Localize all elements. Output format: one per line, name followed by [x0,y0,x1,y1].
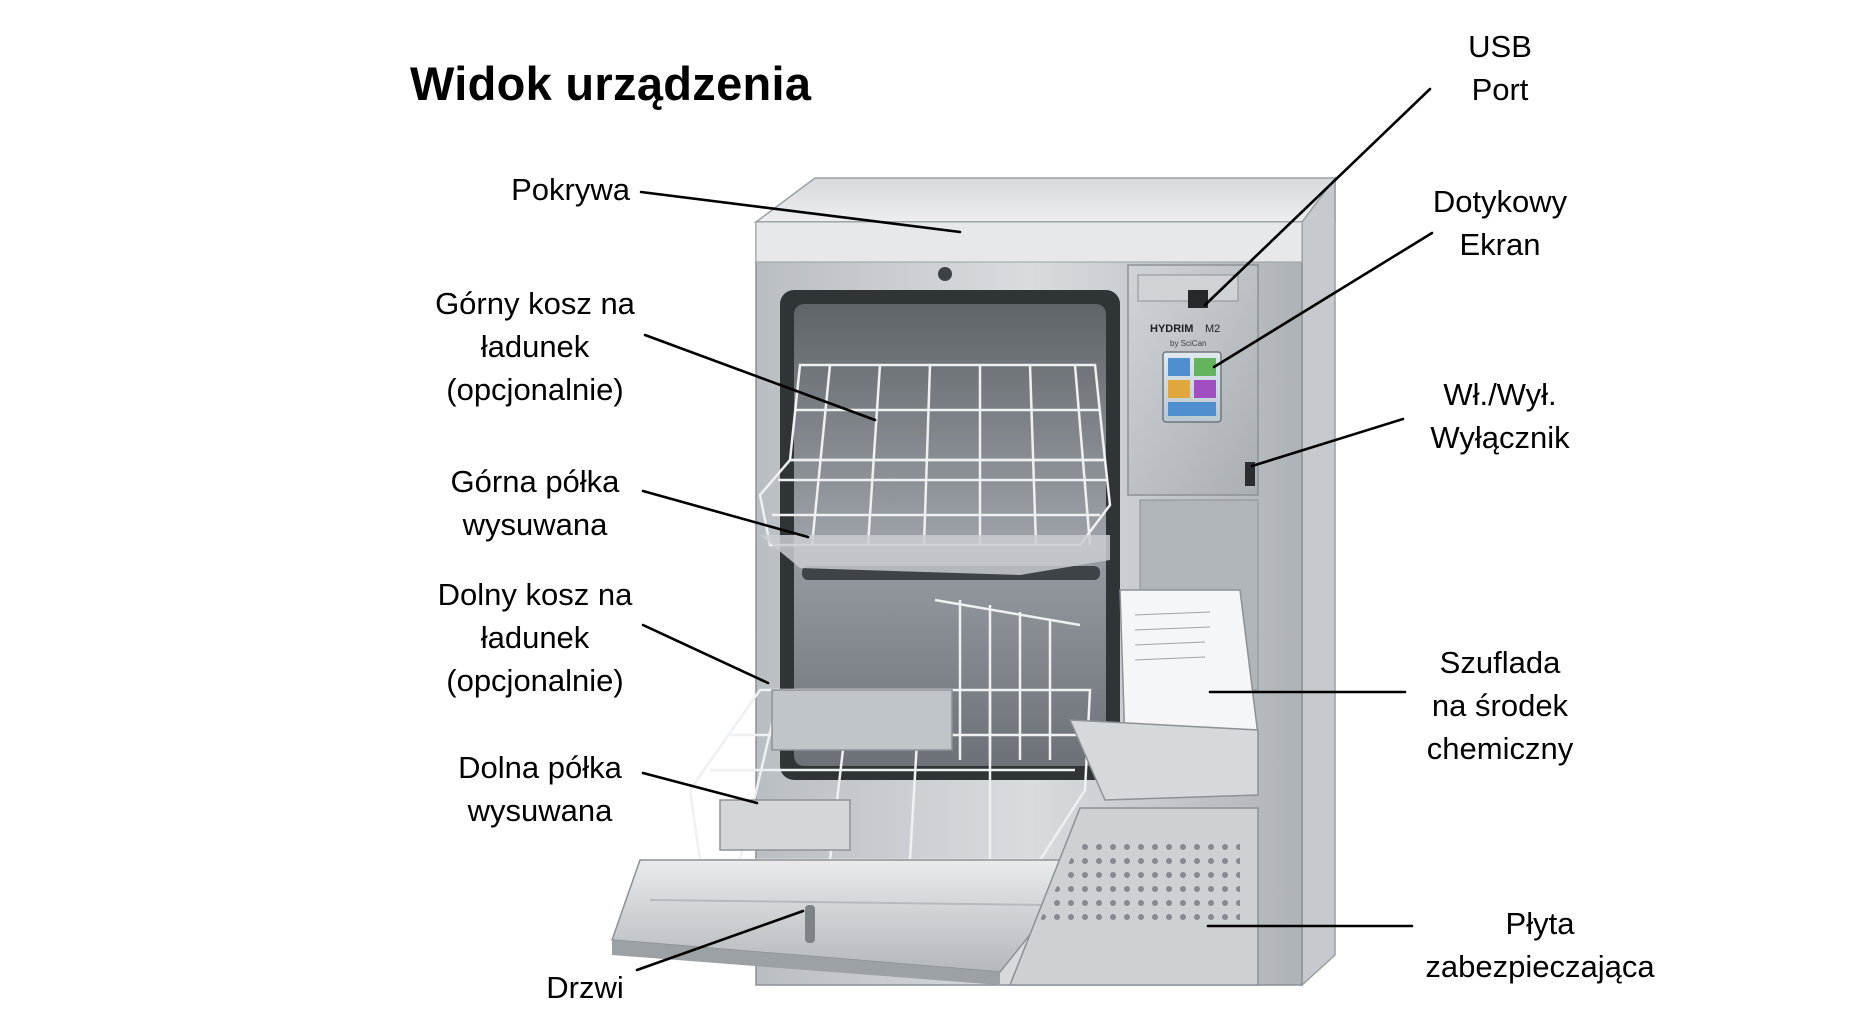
maker-label: by SciCan [1170,339,1206,348]
page-title: Widok urządzenia [410,57,812,110]
leader-drzwi [635,909,805,972]
door-handle [805,905,815,943]
leader-dolny-kosz [641,623,770,685]
label-line: Pokrywa [511,172,630,207]
label-line: Górna półka [450,464,620,499]
label-line: (opcjonalnie) [446,663,624,698]
label-line: wysuwana [462,507,608,542]
label-pokrywa: Pokrywa [430,168,630,211]
model-label: M2 [1205,323,1220,335]
leader-ekran [1212,231,1434,369]
label-wylacznik: Wł./Wył. Wyłącznik [1400,373,1600,459]
brand-logo: HYDRIM [1150,323,1193,335]
label-line: Wyłącznik [1430,420,1570,455]
label-line: Dotykowy [1432,184,1568,219]
label-line: Drzwi [546,970,624,1005]
label-line: USB [1468,29,1532,64]
label-drzwi: Drzwi [520,966,650,1009]
usb-port-socket [1188,290,1208,308]
label-line: Płyta [1505,906,1575,941]
leader-gorna-polka [641,489,810,539]
leader-usb [1203,87,1432,307]
label-line: ładunek [480,620,590,655]
label-line: Dolny kosz na [437,577,633,612]
label-line: Wł./Wył. [1443,377,1557,412]
door-edge [612,940,1000,985]
label-dolna-polka: Dolna półka wysuwana [420,746,660,832]
label-line: Dolna półka [458,750,622,785]
label-line: chemiczny [1426,731,1574,766]
leader-wylacznik [1250,417,1405,468]
label-plyta: Płyta zabezpieczająca [1400,902,1680,988]
label-dotykowy-ekran: Dotykowy Ekran [1400,180,1600,266]
upper-basket [758,363,1112,547]
label-usb-port: USB Port [1430,25,1570,111]
label-line: Ekran [1459,227,1541,262]
label-gorna-polka: Górna półka wysuwana [415,460,655,546]
leader-pokrywa [639,190,962,234]
label-line: na środek [1431,688,1569,723]
label-line: wysuwana [467,793,613,828]
label-line: (opcjonalnie) [446,372,624,407]
power-switch [1245,462,1255,486]
label-line: ładunek [480,329,590,364]
label-line: Port [1471,72,1529,107]
label-szuflada: Szuflada na środek chemiczny [1400,641,1600,770]
label-line: Górny kosz na [435,286,635,321]
chemical-drawer [1068,719,1259,801]
label-dolny-kosz: Dolny kosz na ładunek (opcjonalnie) [405,573,665,702]
leader-dolna-polka [641,771,759,805]
upper-rack-rail [760,535,1110,575]
label-line: zabezpieczająca [1425,949,1655,984]
leader-gorny-kosz [643,333,877,422]
label-line: Szuflada [1439,645,1561,680]
label-gorny-kosz: Górny kosz na ładunek (opcjonalnie) [405,282,665,411]
